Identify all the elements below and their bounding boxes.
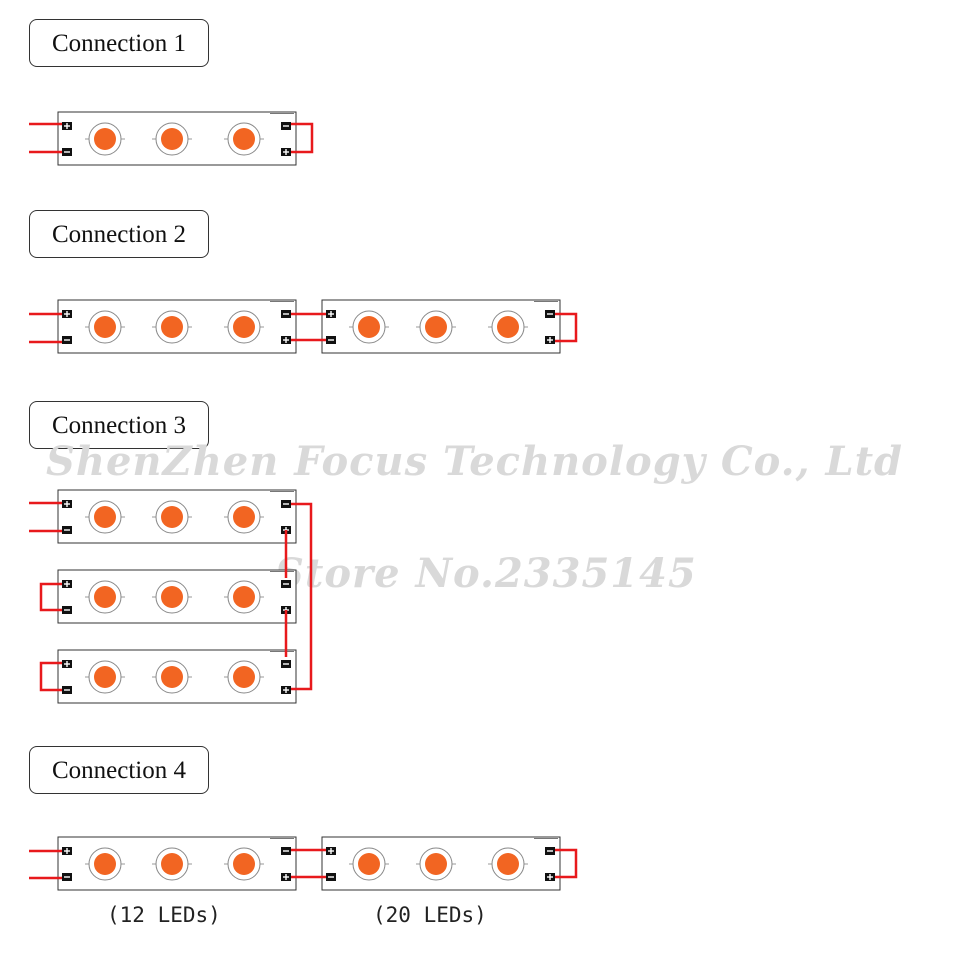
c3-loop-b-wire — [39, 582, 62, 612]
caption-12-leds: (12 LEDs) — [107, 903, 221, 927]
watermark-company: ShenZhen Focus Technology Co., Ltd — [46, 438, 904, 485]
c3-module-a-led-1 — [94, 506, 116, 528]
c3-module-b-led-2 — [161, 586, 183, 608]
caption-20-leds: (20 LEDs) — [373, 903, 487, 927]
c2-module-a-led-2 — [161, 316, 183, 338]
c3-outer-bus-wire — [291, 502, 313, 691]
connection-4-label: Connection 4 — [29, 746, 209, 794]
c3-module-a-led-2 — [161, 506, 183, 528]
c2-module-b-led-2 — [425, 316, 447, 338]
c2-loop-wire — [555, 312, 578, 343]
c2-module-b-led-1 — [358, 316, 380, 338]
connection-3-label: Connection 3 — [29, 401, 209, 449]
c4-module-b-led-3 — [497, 853, 519, 875]
c3-module-b-led-1 — [94, 586, 116, 608]
c1-module-led-2 — [161, 128, 183, 150]
c1-module-led-3 — [233, 128, 255, 150]
watermark-store: Store No.2335145 — [275, 550, 697, 597]
c4-loop-wire — [555, 848, 578, 879]
c1-module-led-1 — [94, 128, 116, 150]
c4-module-b-led-1 — [358, 853, 380, 875]
c4-module-a-led-1 — [94, 853, 116, 875]
c2-module-a-led-1 — [94, 316, 116, 338]
c4-module-b-led-2 — [425, 853, 447, 875]
c3-module-a-led-3 — [233, 506, 255, 528]
connection-2-label: Connection 2 — [29, 210, 209, 258]
connection-1-label: Connection 1 — [29, 19, 209, 67]
c3-module-b-led-3 — [233, 586, 255, 608]
c1-loop-wire — [291, 122, 314, 154]
c4-module-a-led-2 — [161, 853, 183, 875]
c4-module-a-led-3 — [233, 853, 255, 875]
c2-module-a-led-3 — [233, 316, 255, 338]
c3-module-c-led-1 — [94, 666, 116, 688]
c3-module-c-led-3 — [233, 666, 255, 688]
c3-loop-c-wire — [39, 661, 62, 692]
c2-module-b-led-3 — [497, 316, 519, 338]
c3-module-c-led-2 — [161, 666, 183, 688]
